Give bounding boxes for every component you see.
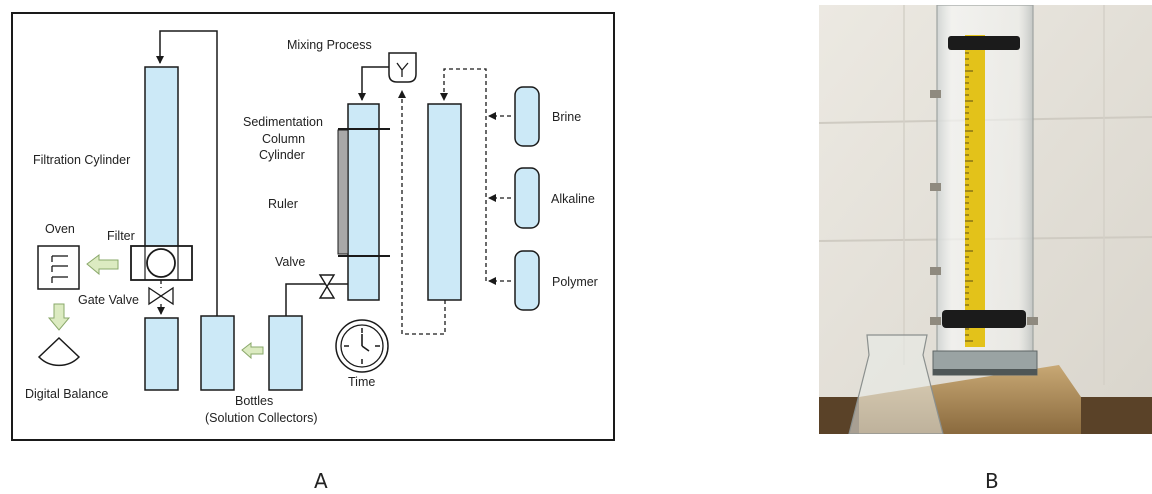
panel-label-b: B	[985, 469, 999, 493]
label-oven: Oven	[45, 222, 75, 236]
oven-icon	[38, 246, 79, 289]
label-gate-valve: Gate Valve	[78, 293, 139, 307]
label-filter: Filter	[107, 229, 135, 243]
lower-clamp	[942, 310, 1026, 328]
mixing-funnel-icon	[389, 53, 416, 82]
upper-clamp	[948, 36, 1020, 50]
label-sedimentation-3: Cylinder	[259, 148, 305, 162]
clock-icon	[336, 320, 388, 372]
collector-bottle-2	[269, 316, 302, 390]
label-time: Time	[348, 375, 375, 389]
alkaline-container	[515, 168, 539, 228]
schematic-diagram: Mixing Process Sedimentation Column Cyli…	[0, 0, 820, 494]
label-polymer: Polymer	[552, 275, 598, 289]
label-sedimentation-2: Column	[262, 132, 305, 146]
filter-icon	[147, 249, 175, 277]
apparatus-photo	[819, 5, 1152, 434]
filtration-cylinder	[145, 67, 178, 247]
label-ruler: Ruler	[268, 197, 298, 211]
label-filtration-cylinder: Filtration Cylinder	[33, 153, 130, 167]
label-solution-collectors: (Solution Collectors)	[205, 411, 318, 425]
label-valve: Valve	[275, 255, 305, 269]
ruler-strip	[338, 130, 348, 254]
polymer-container	[515, 251, 539, 310]
label-mixing-process: Mixing Process	[287, 38, 372, 52]
label-digital-balance: Digital Balance	[25, 387, 108, 401]
label-alkaline: Alkaline	[551, 192, 595, 206]
mixing-cylinder	[428, 104, 461, 300]
label-bottles: Bottles	[235, 394, 273, 408]
sedimentation-column	[348, 104, 379, 300]
brine-container	[515, 87, 539, 146]
filtrate-beaker	[145, 318, 178, 390]
label-sedimentation-1: Sedimentation	[243, 115, 323, 129]
label-brine: Brine	[552, 110, 581, 124]
panel-label-a: A	[314, 469, 328, 493]
collector-bottle-1	[201, 316, 234, 390]
